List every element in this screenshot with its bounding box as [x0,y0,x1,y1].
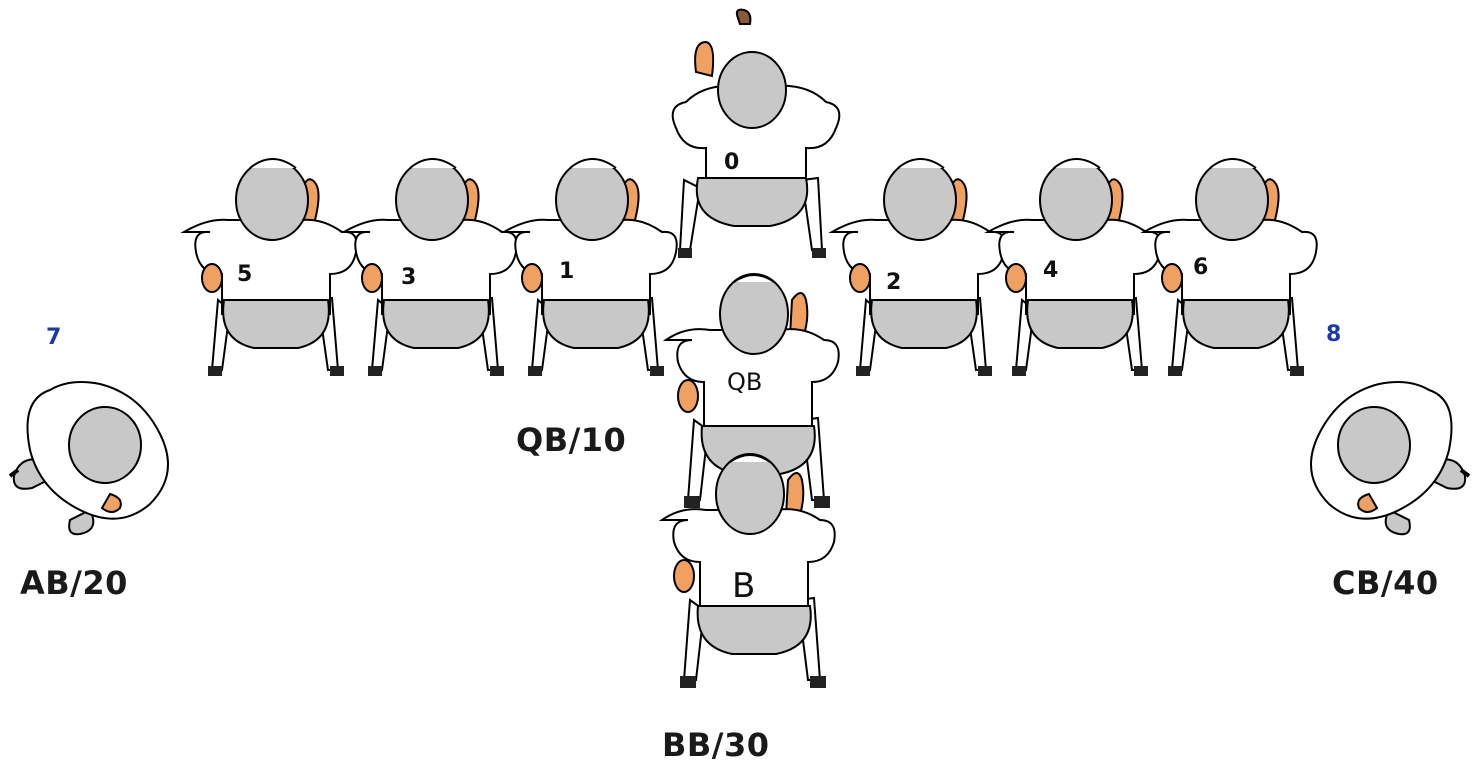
jersey-number-1: 1 [559,259,575,284]
qb-label: QB/10 [516,421,627,459]
lineman-2 [831,158,1006,377]
jersey-number-3: 3 [401,265,417,290]
lineman-6 [1143,158,1318,377]
lineman-3 [343,158,518,377]
right-end-8 [1309,380,1471,537]
bb-jersey-text: B [732,566,756,606]
jersey-number-7: 7 [46,325,62,350]
bb-label: BB/30 [662,726,770,764]
center-lineman-0 [671,8,841,259]
jersey-number-0: 0 [724,150,740,175]
cb-label: CB/40 [1332,564,1439,602]
jersey-number-5: 5 [237,262,253,287]
lineman-1 [503,158,678,377]
lineman-5 [183,158,358,377]
jersey-number-2: 2 [886,270,902,295]
qb-jersey-text: QB [727,368,763,396]
jersey-number-6: 6 [1193,255,1209,280]
left-end-7 [8,380,170,537]
lineman-4 [987,158,1162,377]
jersey-number-4: 4 [1043,258,1059,283]
ab-label: AB/20 [20,564,128,602]
jersey-number-8: 8 [1326,322,1342,347]
